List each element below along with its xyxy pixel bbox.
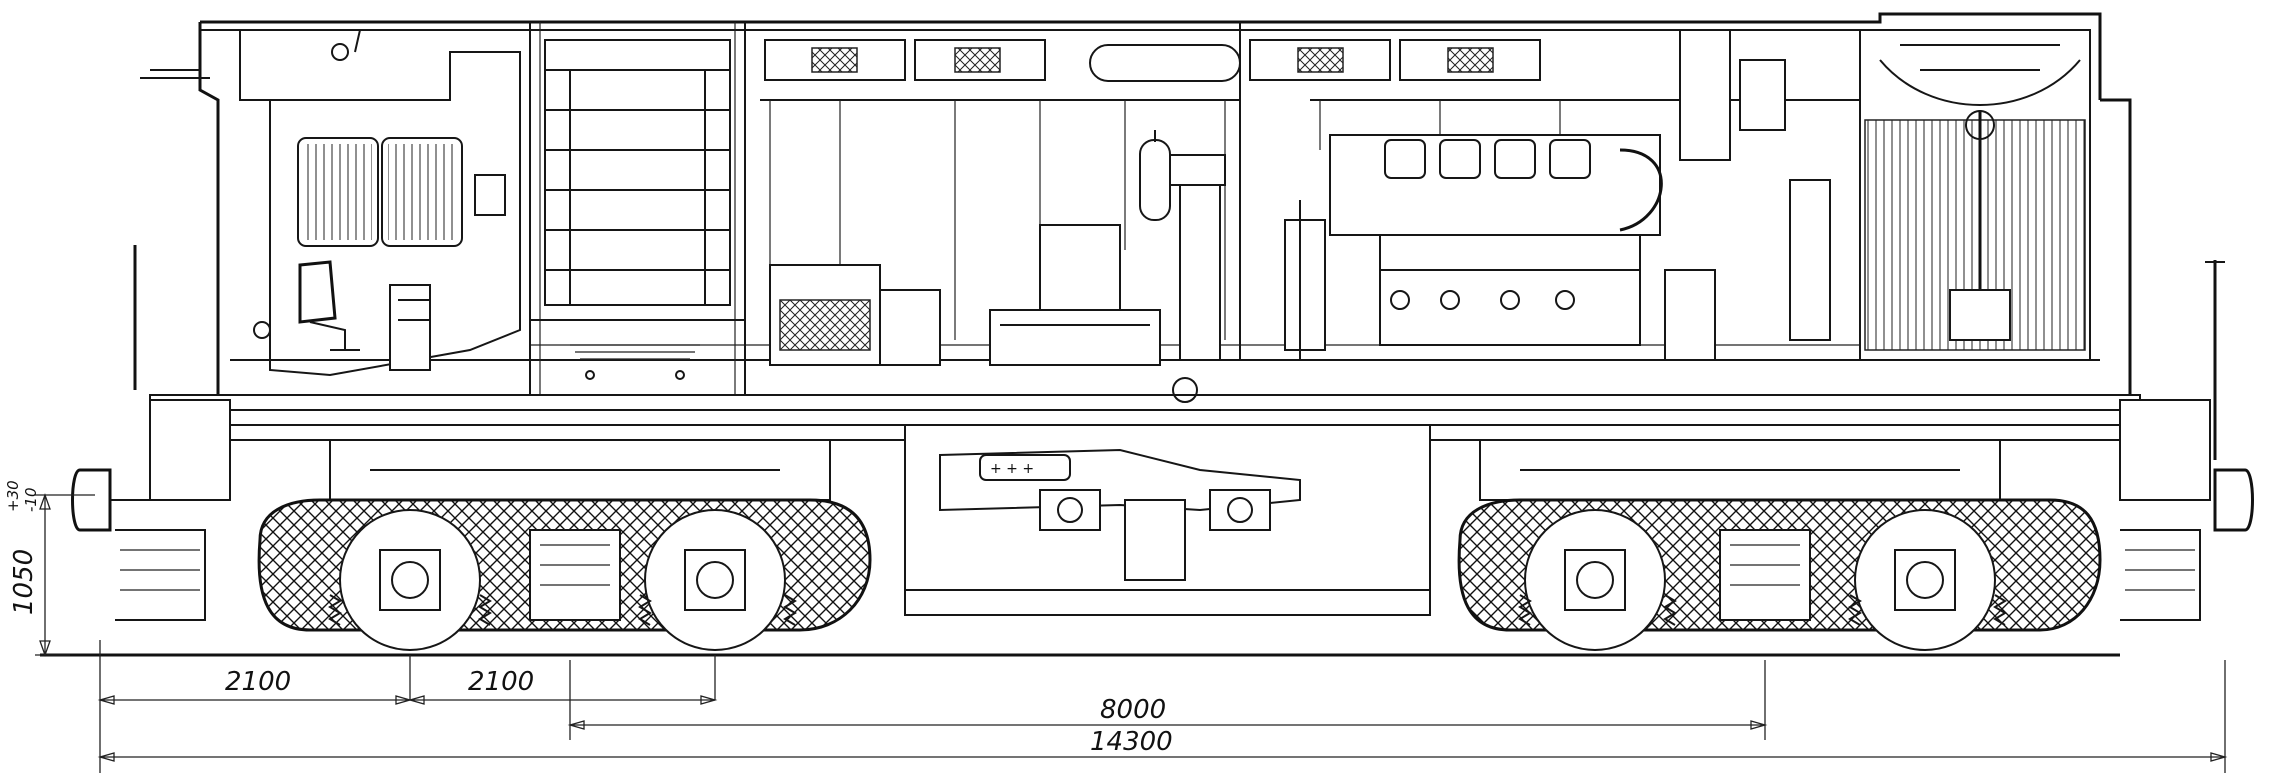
center-equipment [529,22,1870,403]
left-end [71,399,231,621]
height-dimension: 1050 [9,549,39,615]
height-tolerance-minus: -10 [22,488,40,513]
height-tolerance-plus: +30 [4,480,22,512]
bogie-right [1457,439,2102,651]
bogie-wheelbase-right: 2100 [468,667,534,697]
bogie-left [257,439,872,651]
fuel-tank: + + + [904,424,1431,616]
right-end [2119,260,2254,621]
bogie-wheelbase-left: 2100 [225,667,291,697]
dimensions [35,493,2228,775]
plate-plus-signs: + + + [990,461,1034,477]
bogie-centers-dimension: 8000 [1100,695,1166,725]
cab-section [133,29,521,390]
radiator-section [1859,29,2091,361]
overall-length-dimension: 14300 [1090,727,1173,757]
